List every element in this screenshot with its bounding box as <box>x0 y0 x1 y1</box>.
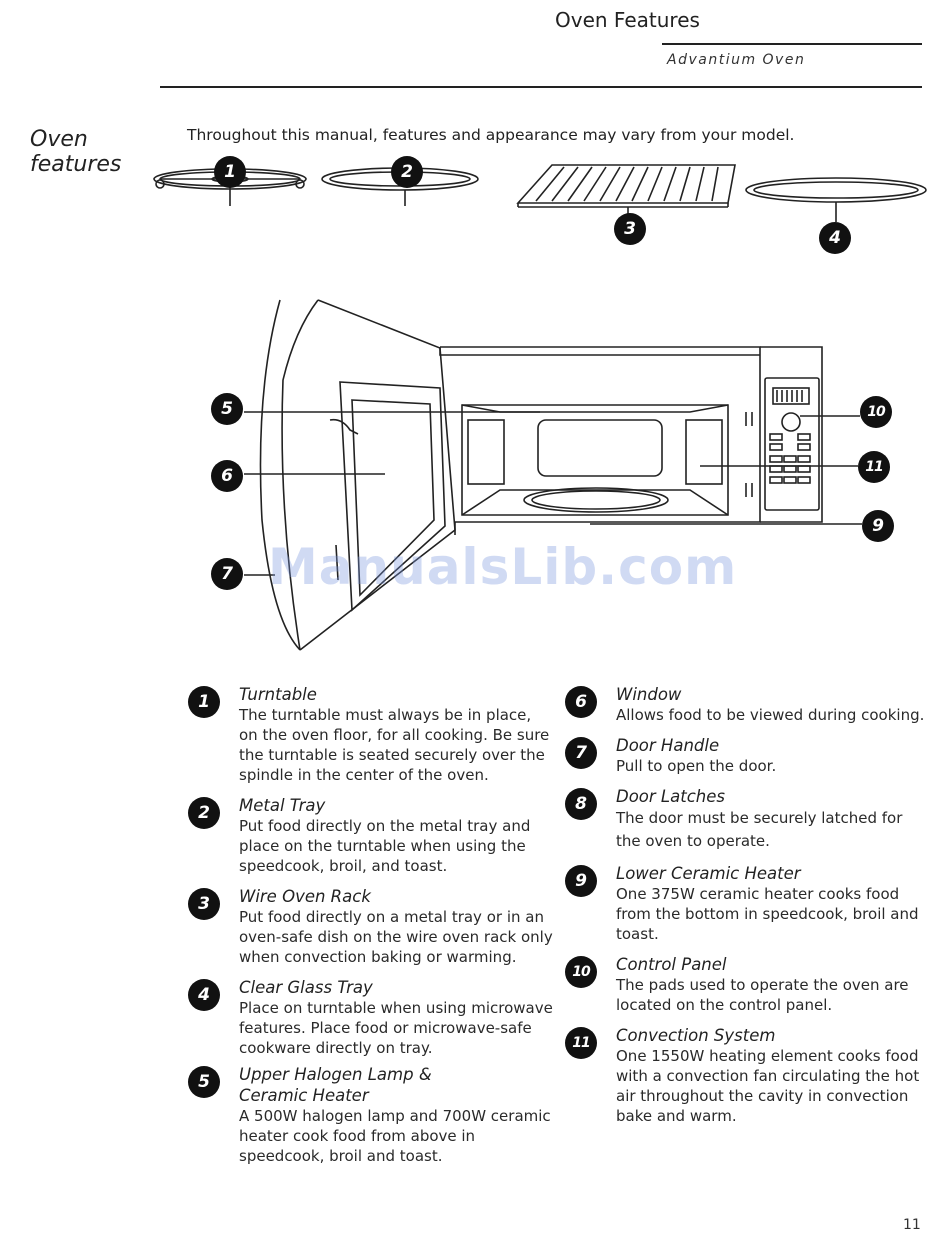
feature-number-badge: 8 <box>565 788 597 820</box>
oven-body-drawing <box>439 346 823 535</box>
diagram-badge-11: 11 <box>858 451 890 483</box>
diagram-badge-7: 7 <box>211 558 243 590</box>
feature-number-badge: 11 <box>565 1027 597 1059</box>
feature-item: 8 Door Latches The door must be securely… <box>565 786 930 853</box>
feature-number-badge: 6 <box>565 686 597 718</box>
glass-tray-drawing <box>745 177 927 222</box>
diagram-badge-5: 5 <box>211 393 243 425</box>
header-subtitle: Advantium Oven <box>667 52 806 68</box>
feature-title: Convection System <box>616 1026 776 1045</box>
feature-item: 4 Clear Glass Tray Place on turntable wh… <box>188 977 553 1058</box>
oven-diagram: 1 2 3 4 5 6 7 9 10 11 <box>0 150 950 670</box>
header-rule <box>662 43 922 45</box>
feature-description: One 375W ceramic heater cooks food from … <box>616 885 919 943</box>
feature-title: Control Panel <box>616 955 727 974</box>
feature-title: Clear Glass Tray <box>239 978 373 997</box>
feature-title: Upper Halogen Lamp & Ceramic Heater <box>239 1065 432 1105</box>
diagram-badge-10: 10 <box>860 396 892 428</box>
feature-description: The turntable must always be in place, o… <box>239 706 550 784</box>
features-left-column: 1 Turntable The turntable must always be… <box>188 684 553 1166</box>
feature-title: Lower Ceramic Heater <box>616 864 801 883</box>
diagram-badge-4: 4 <box>819 222 851 254</box>
feature-number-badge: 10 <box>565 956 597 988</box>
feature-number-badge: 1 <box>188 686 220 718</box>
feature-description: Allows food to be viewed during cooking. <box>616 706 925 724</box>
feature-description: Pull to open the door. <box>616 757 777 775</box>
feature-number-badge: 2 <box>188 797 220 829</box>
feature-title: Window <box>616 685 682 704</box>
feature-number-badge: 5 <box>188 1066 220 1098</box>
oven-door-drawing <box>259 299 456 651</box>
intro-text: Throughout this manual, features and app… <box>187 126 795 144</box>
feature-item: 10 Control Panel The pads used to operat… <box>565 954 930 1015</box>
oven-illustration <box>153 164 927 651</box>
watermark: ManualsLib.com <box>268 538 738 596</box>
diagram-badge-9: 9 <box>862 510 894 542</box>
feature-title: Turntable <box>239 685 317 704</box>
section-rule <box>160 86 922 88</box>
feature-item: 9 Lower Ceramic Heater One 375W ceramic … <box>565 863 930 944</box>
feature-number-badge: 9 <box>565 865 597 897</box>
feature-title: Door Handle <box>616 736 720 755</box>
feature-description: A 500W halogen lamp and 700W ceramic hea… <box>239 1107 551 1165</box>
feature-title: Metal Tray <box>239 796 326 815</box>
page-number: 11 <box>903 1217 921 1233</box>
feature-description: Put food directly on the metal tray and … <box>239 817 531 875</box>
feature-description: The door must be securely latched for th… <box>616 809 903 850</box>
features-right-column: 6 Window Allows food to be viewed during… <box>565 684 930 1126</box>
feature-number-badge: 3 <box>188 888 220 920</box>
feature-item: 2 Metal Tray Put food directly on the me… <box>188 795 553 876</box>
feature-description: Place on turntable when using microwave … <box>239 999 553 1057</box>
feature-number-badge: 7 <box>565 737 597 769</box>
diagram-badge-3: 3 <box>614 213 646 245</box>
feature-item: 11 Convection System One 1550W heating e… <box>565 1025 930 1126</box>
header-title: Oven Features <box>555 8 700 32</box>
feature-item: 7 Door Handle Pull to open the door. <box>565 735 930 776</box>
feature-item: 3 Wire Oven Rack Put food directly on a … <box>188 886 553 967</box>
diagram-badge-6: 6 <box>211 460 243 492</box>
feature-item: 1 Turntable The turntable must always be… <box>188 684 553 785</box>
wire-rack-drawing <box>516 164 736 214</box>
feature-number-badge: 4 <box>188 979 220 1011</box>
diagram-badge-1: 1 <box>214 156 246 188</box>
feature-item: 5 Upper Halogen Lamp & Ceramic Heater A … <box>188 1064 553 1166</box>
feature-description: The pads used to operate the oven are lo… <box>616 976 909 1014</box>
feature-description: Put food directly on a metal tray or in … <box>239 908 553 966</box>
feature-item: 6 Window Allows food to be viewed during… <box>565 684 930 725</box>
section-title: Oven features <box>30 127 122 177</box>
feature-description: One 1550W heating element cooks food wit… <box>616 1047 920 1125</box>
feature-title: Wire Oven Rack <box>239 887 371 906</box>
feature-title: Door Latches <box>616 787 725 806</box>
diagram-badge-2: 2 <box>391 156 423 188</box>
